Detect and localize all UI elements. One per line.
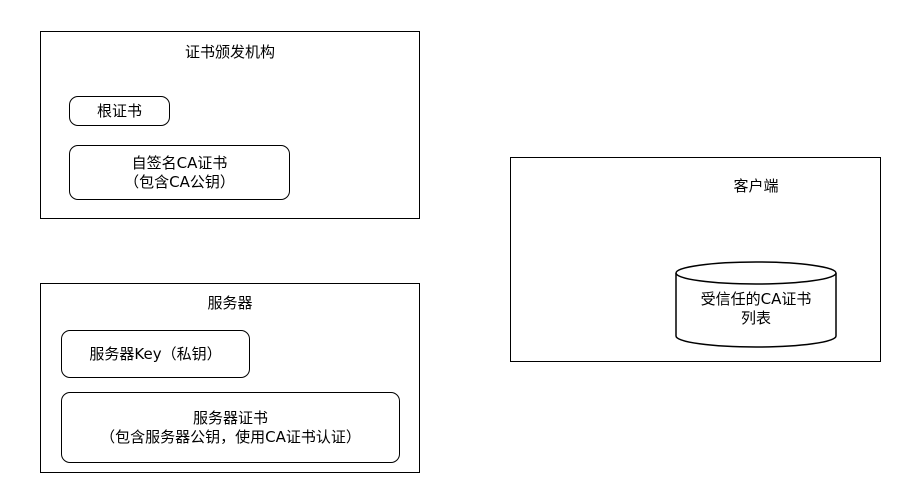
self-signed-line1: 自签名CA证书: [131, 153, 228, 172]
ca-title: 证书颁发机构: [184, 43, 275, 61]
server-title: 服务器: [207, 294, 253, 312]
server-cert-line1: 服务器证书: [192, 408, 268, 427]
trusted-line1: 受信任的CA证书: [700, 290, 812, 308]
server-cert-node: 服务器证书 （包含服务器公钥，使用CA证书认证）: [61, 392, 400, 463]
client-title: 客户端: [733, 177, 779, 195]
self-signed-line2: （包含CA公钥）: [124, 172, 235, 191]
trusted-line2: 列表: [740, 309, 771, 327]
self-signed-ca-cert-node: 自签名CA证书 （包含CA公钥）: [69, 145, 290, 200]
server-key-label: 服务器Key（私钥）: [89, 344, 222, 363]
root-cert-node: 根证书: [69, 96, 170, 126]
trusted-ca-list-label: 受信任的CA证书 列表: [676, 290, 836, 328]
server-cert-line2: （包含服务器公钥，使用CA证书认证）: [100, 427, 361, 446]
server-key-node: 服务器Key（私钥）: [61, 330, 250, 378]
root-cert-label: 根证书: [96, 101, 142, 120]
